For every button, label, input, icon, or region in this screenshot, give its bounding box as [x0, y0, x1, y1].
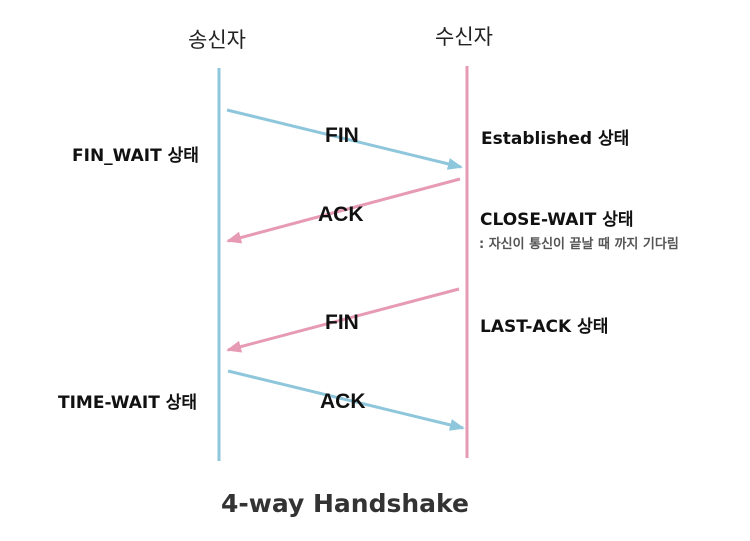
message-label-fin-2: FIN [325, 311, 359, 334]
sender-label: 송신자 [188, 28, 246, 52]
message-arrowhead-4 [449, 419, 465, 431]
state-last-ack: LAST-ACK 상태 [480, 317, 609, 337]
message-arrowhead-3 [226, 340, 243, 353]
state-fin-wait: FIN_WAIT 상태 [72, 146, 199, 166]
message-arrow-3 [227, 287, 460, 352]
receiver-label: 수신자 [435, 25, 493, 49]
message-arrowhead-1 [446, 158, 463, 170]
message-arrows [226, 108, 465, 431]
message-label-fin-1: FIN [325, 124, 359, 147]
message-arrow-2 [227, 177, 461, 243]
close-wait-note: : 자신이 통신이 끝날 때 까지 기다림 [479, 237, 679, 252]
message-arrow-4 [227, 369, 464, 430]
diagram-caption: 4-way Handshake [221, 489, 469, 518]
message-arrowhead-2 [226, 231, 243, 244]
message-arrow-1 [226, 108, 462, 169]
message-label-ack-1: ACK [318, 203, 364, 226]
state-close-wait: CLOSE-WAIT 상태 [480, 210, 634, 230]
state-time-wait: TIME-WAIT 상태 [58, 393, 198, 413]
message-label-ack-2: ACK [320, 390, 366, 413]
state-established: Established 상태 [481, 129, 630, 149]
